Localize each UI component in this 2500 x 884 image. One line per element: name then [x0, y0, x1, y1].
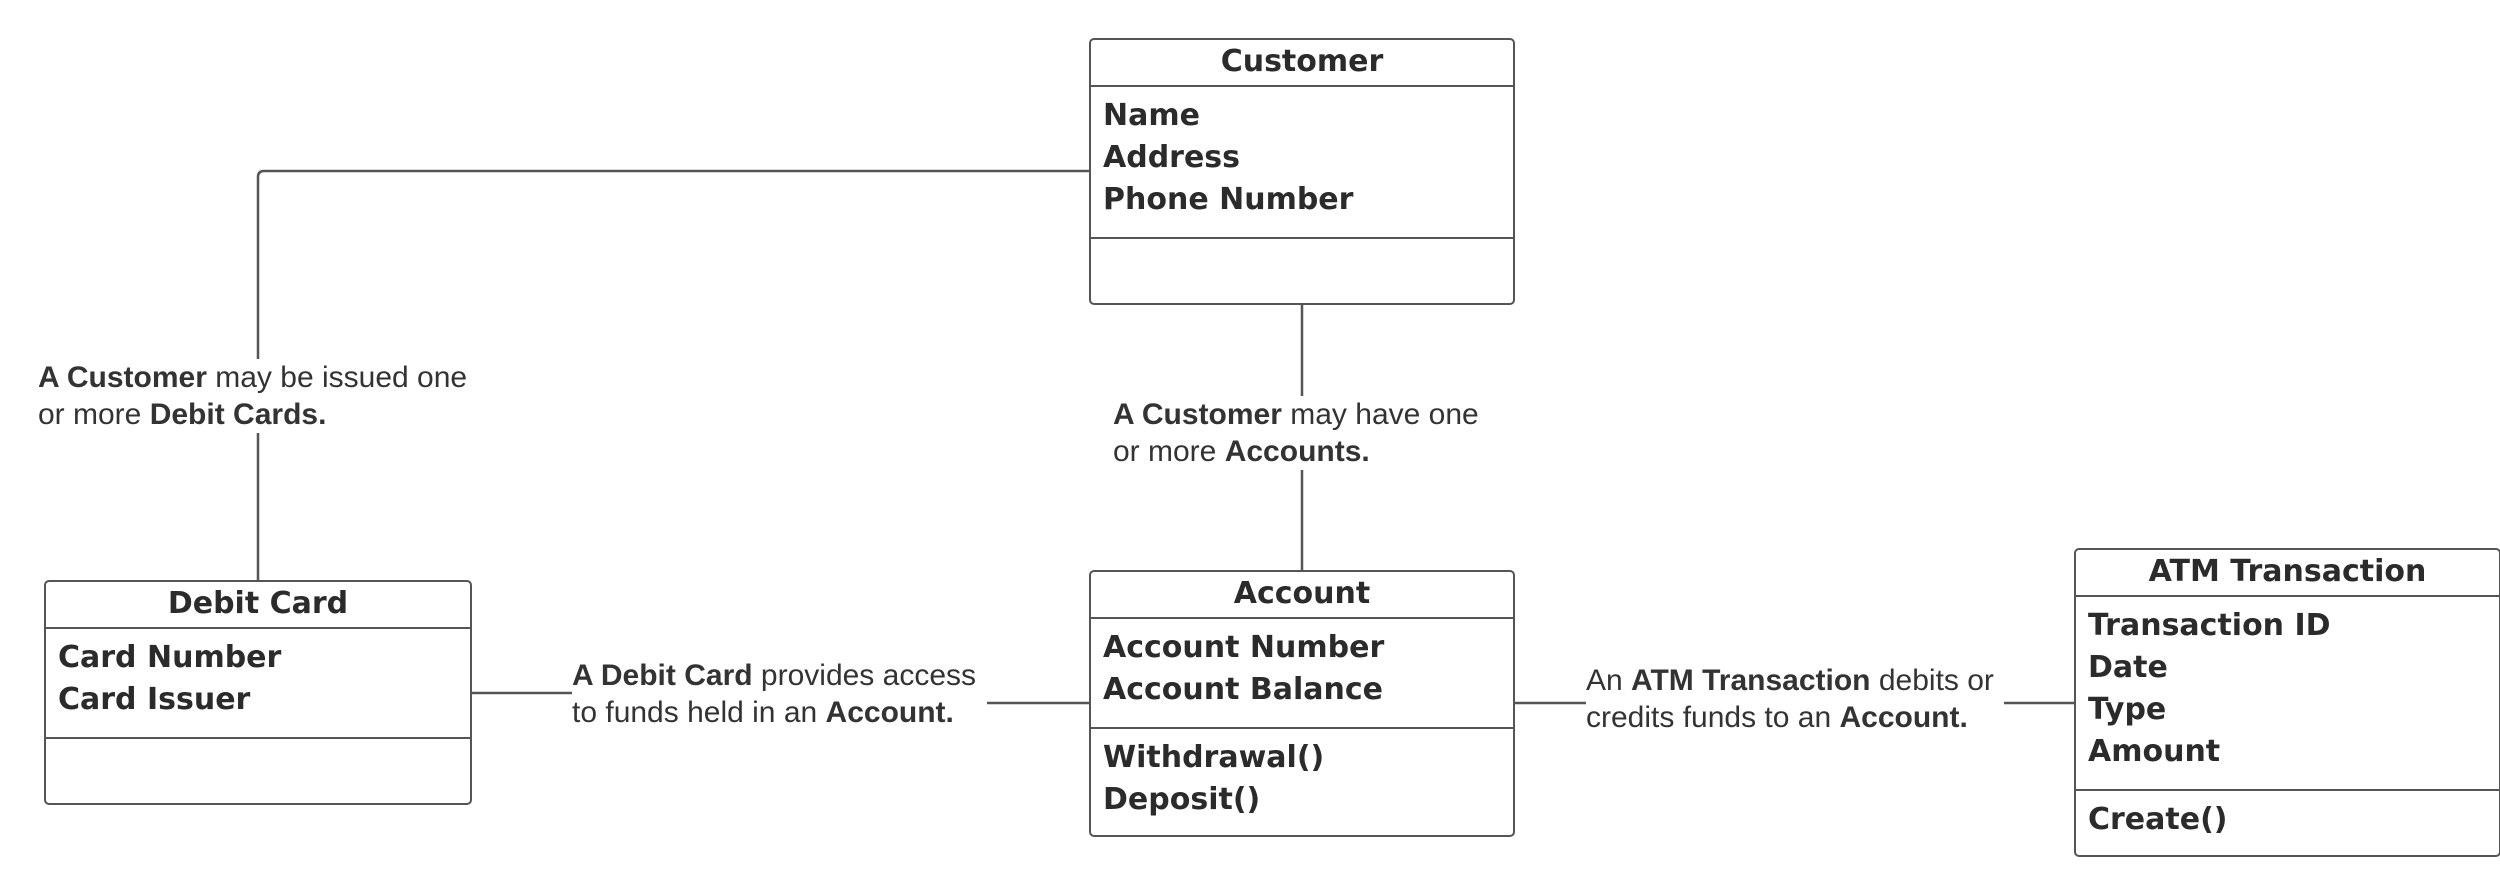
label-bold: Account. [1839, 701, 1968, 734]
class-debit-card[interactable]: Debit Card Card Number Card Issuer [44, 580, 472, 805]
label-text: or more [1113, 435, 1225, 468]
class-customer-name: Customer [1091, 40, 1513, 87]
label-text: debits or [1870, 664, 1994, 697]
label-bold: Accounts. [1224, 435, 1370, 468]
attribute: Address [1103, 140, 1241, 175]
connector-debitcard-account [471, 691, 1089, 705]
attribute: Date [2088, 650, 2168, 685]
class-debit-card-operations [46, 739, 470, 747]
class-atm-transaction-attributes: Transaction ID Date Type Amount [2076, 597, 2499, 791]
class-customer[interactable]: Customer Name Address Phone Number [1089, 38, 1515, 305]
label-bold: ATM Transaction [1631, 664, 1871, 697]
label-customer-debitcard: A Customer may be issued one or more Deb… [38, 359, 498, 433]
label-bold: Account. [825, 696, 954, 729]
operation: Withdrawal() [1103, 740, 1325, 775]
attribute: Type [2088, 692, 2167, 727]
label-bold: A Debit Card [572, 659, 753, 692]
label-text: to funds held in an [572, 696, 826, 729]
class-customer-operations [1091, 239, 1513, 247]
attribute: Account Number [1103, 630, 1385, 665]
attribute: Name [1103, 98, 1200, 133]
label-text: An [1586, 664, 1632, 697]
label-bold: Debit Cards. [149, 398, 327, 431]
class-debit-card-attributes: Card Number Card Issuer [46, 629, 470, 739]
class-customer-attributes: Name Address Phone Number [1091, 87, 1513, 239]
label-atm-account: An ATM Transaction debits or credits fun… [1586, 662, 2004, 736]
label-text: credits funds to an [1586, 701, 1840, 734]
attribute: Amount [2088, 734, 2221, 769]
class-atm-transaction-operations: Create() [2076, 791, 2499, 841]
attribute: Card Issuer [58, 682, 251, 717]
label-bold: A Customer [1113, 398, 1282, 431]
attribute: Phone Number [1103, 182, 1354, 217]
label-customer-account: A Customer may have one or more Accounts… [1113, 396, 1503, 470]
connector-customer-debitcard [256, 169, 1089, 582]
class-atm-transaction[interactable]: ATM Transaction Transaction ID Date Type… [2074, 548, 2500, 857]
attribute: Transaction ID [2088, 608, 2331, 643]
label-text: may have one [1281, 398, 1479, 431]
label-text: provides access [752, 659, 977, 692]
class-atm-transaction-name: ATM Transaction [2076, 550, 2499, 597]
label-text: or more [38, 398, 150, 431]
attribute: Card Number [58, 640, 282, 675]
class-account-attributes: Account Number Account Balance [1091, 619, 1513, 729]
label-debitcard-account: A Debit Card provides access to funds he… [572, 657, 987, 731]
operation: Create() [2088, 802, 2228, 837]
attribute: Account Balance [1103, 672, 1384, 707]
label-bold: A Customer [38, 361, 207, 394]
operation: Deposit() [1103, 782, 1261, 817]
label-text: may be issued one [206, 361, 468, 394]
class-account[interactable]: Account Account Number Account Balance W… [1089, 570, 1515, 837]
class-debit-card-name: Debit Card [46, 582, 470, 629]
class-account-name: Account [1091, 572, 1513, 619]
class-account-operations: Withdrawal() Deposit() [1091, 729, 1513, 821]
